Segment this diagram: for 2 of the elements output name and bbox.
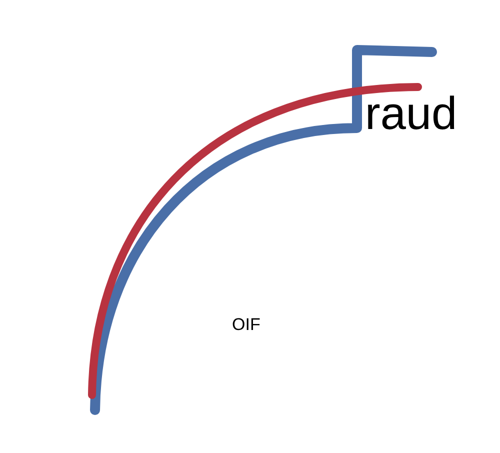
text-label: OIF <box>232 316 260 333</box>
text-label: raud <box>365 90 458 136</box>
